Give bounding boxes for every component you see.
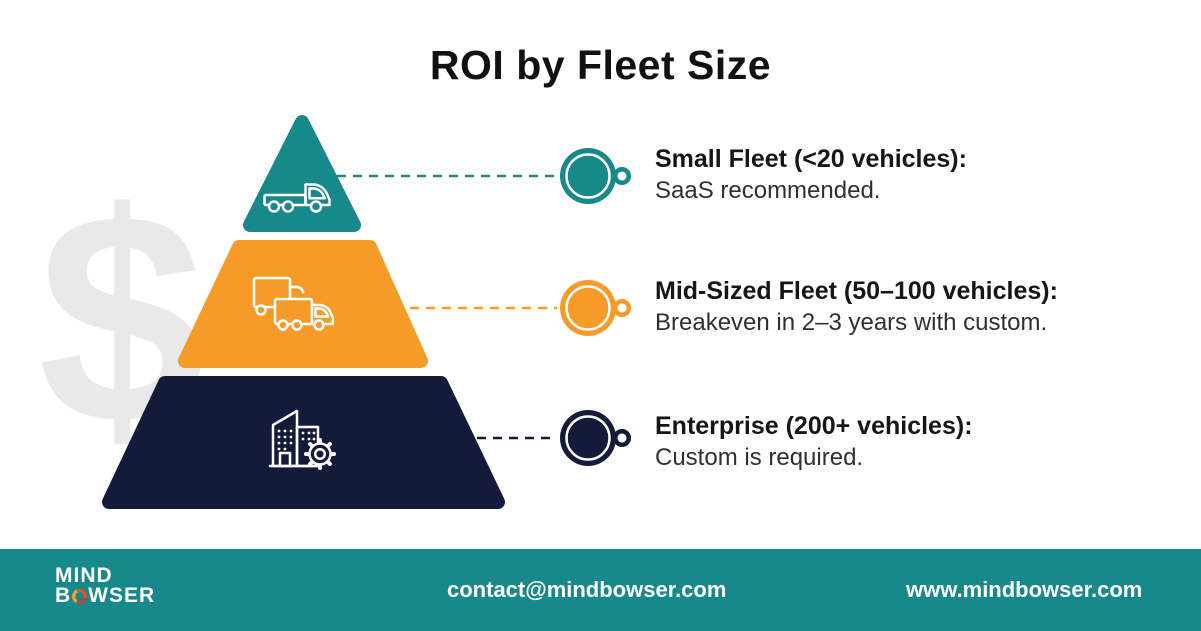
building-gear-icon (268, 409, 336, 470)
building-windows (277, 429, 316, 451)
label-small-fleet-body: SaaS recommended. (655, 177, 881, 204)
marker-small-icon (560, 148, 632, 204)
pyramid-tier-enterprise (102, 376, 505, 509)
contact-email: contact@mindbowser.com (447, 577, 727, 602)
label-enterprise: Enterprise (200+ vehicles): Custom is re… (655, 411, 973, 473)
label-mid-fleet: Mid-Sized Fleet (50–100 vehicles): Break… (655, 276, 1058, 338)
label-small-fleet-heading: Small Fleet (<20 vehicles): (655, 145, 967, 173)
logo-line1: MIND (55, 564, 113, 587)
delivery-trucks-icon (252, 276, 335, 331)
label-mid-fleet-heading: Mid-Sized Fleet (50–100 vehicles): (655, 277, 1058, 305)
label-small-fleet: Small Fleet (<20 vehicles): SaaS recomme… (655, 144, 967, 206)
small-truck-icon (263, 183, 331, 213)
marker-mid-icon (560, 280, 632, 336)
pyramid-tier-small (243, 115, 361, 232)
label-mid-fleet-body: Breakeven in 2–3 years with custom. (655, 309, 1048, 336)
marker-enterprise-icon (560, 410, 632, 466)
website-url: www.mindbowser.com (906, 577, 1143, 602)
logo-o-swirl-icon (72, 588, 88, 604)
label-enterprise-body: Custom is required. (655, 444, 864, 471)
label-enterprise-heading: Enterprise (200+ vehicles): (655, 412, 973, 440)
page-title: ROI by Fleet Size (429, 42, 772, 88)
